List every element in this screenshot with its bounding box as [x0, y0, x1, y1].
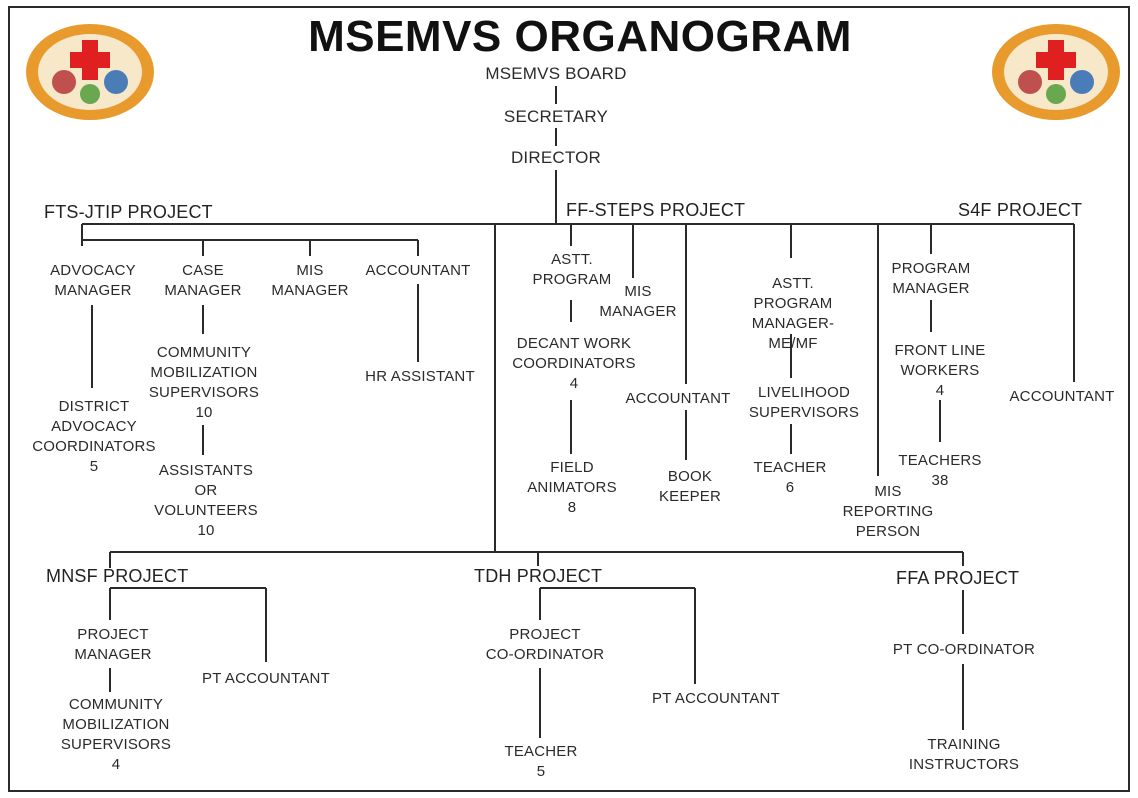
node-tdh-pt-accountant: PT ACCOUNTANT — [652, 690, 780, 707]
node-director: DIRECTOR — [510, 148, 602, 167]
node-s4f-program-manager: PROGRAM MANAGER — [891, 260, 971, 297]
node-fts-accountant: ACCOUNTANT — [365, 262, 471, 279]
node-mnsf-community-mobilization: COMMUNITY MOBILIZATION SUPERVISORS 4 — [60, 696, 172, 773]
project-header-fts-jtip: FTS-JTIP PROJECT — [44, 202, 213, 222]
project-header-ffa: FFA PROJECT — [896, 568, 1020, 588]
node-mnsf-pt-accountant: PT ACCOUNTANT — [202, 670, 330, 687]
node-tdh-teacher: TEACHER 5 — [504, 743, 578, 780]
project-header-mnsf: MNSF PROJECT — [46, 566, 189, 586]
node-astt-program-manager: ASTT. PROGRAM MANAGER-ME/MF — [751, 275, 835, 352]
project-header-tdh: TDH PROJECT — [474, 566, 603, 586]
project-header-s4f: S4F PROJECT — [958, 200, 1083, 220]
node-s4f-accountant: ACCOUNTANT — [1009, 388, 1115, 405]
node-case-manager: CASE MANAGER — [164, 262, 242, 299]
node-hr-assistant: HR ASSISTANT — [365, 368, 475, 385]
outer-border — [8, 6, 1130, 792]
node-fts-mis-manager: MIS MANAGER — [271, 262, 349, 299]
node-district-advocacy: DISTRICT ADVOCACY COORDINATORS 5 — [32, 398, 156, 475]
node-assistants: ASSISTANTS OR VOLUNTEERS 10 — [154, 462, 258, 539]
node-board: MSEMVS BOARD — [485, 64, 627, 83]
page-title: MSEMVS ORGANOGRAM — [308, 12, 852, 61]
node-mis-reporting: MIS REPORTING PERSON — [842, 483, 934, 540]
node-field-animators: FIELD ANIMATORS 8 — [527, 459, 617, 516]
organization-logo-left — [24, 22, 156, 122]
node-ff-teacher: TEACHER 6 — [753, 459, 827, 496]
node-mnsf-project-manager: PROJECT MANAGER — [74, 626, 152, 663]
node-tdh-project-coordinator: PROJECT CO-ORDINATOR — [485, 626, 605, 663]
node-ff-mis-manager: MIS MANAGER — [599, 283, 677, 320]
node-s4f-teachers: TEACHERS 38 — [898, 452, 982, 489]
project-header-ff-steps: FF-STEPS PROJECT — [566, 200, 746, 220]
node-advocacy-manager: ADVOCACY MANAGER — [50, 262, 136, 299]
node-community-mobilization: COMMUNITY MOBILIZATION SUPERVISORS 10 — [148, 344, 260, 421]
node-secretary: SECRETARY — [503, 107, 609, 126]
node-ff-accountant: ACCOUNTANT — [625, 390, 731, 407]
organization-logo-right — [990, 22, 1122, 122]
node-training-instructors: TRAINING INSTRUCTORS — [908, 736, 1020, 773]
node-book-keeper: BOOK KEEPER — [658, 468, 722, 505]
node-livelihood: LIVELIHOOD SUPERVISORS — [748, 384, 860, 421]
node-front-line: FRONT LINE WORKERS 4 — [894, 342, 986, 399]
node-ffa-pt-coordinator: PT CO-ORDINATOR — [892, 641, 1036, 658]
node-astt-program: ASTT. PROGRAM — [532, 251, 612, 288]
node-decant-work: DECANT WORK COORDINATORS 4 — [512, 335, 636, 392]
